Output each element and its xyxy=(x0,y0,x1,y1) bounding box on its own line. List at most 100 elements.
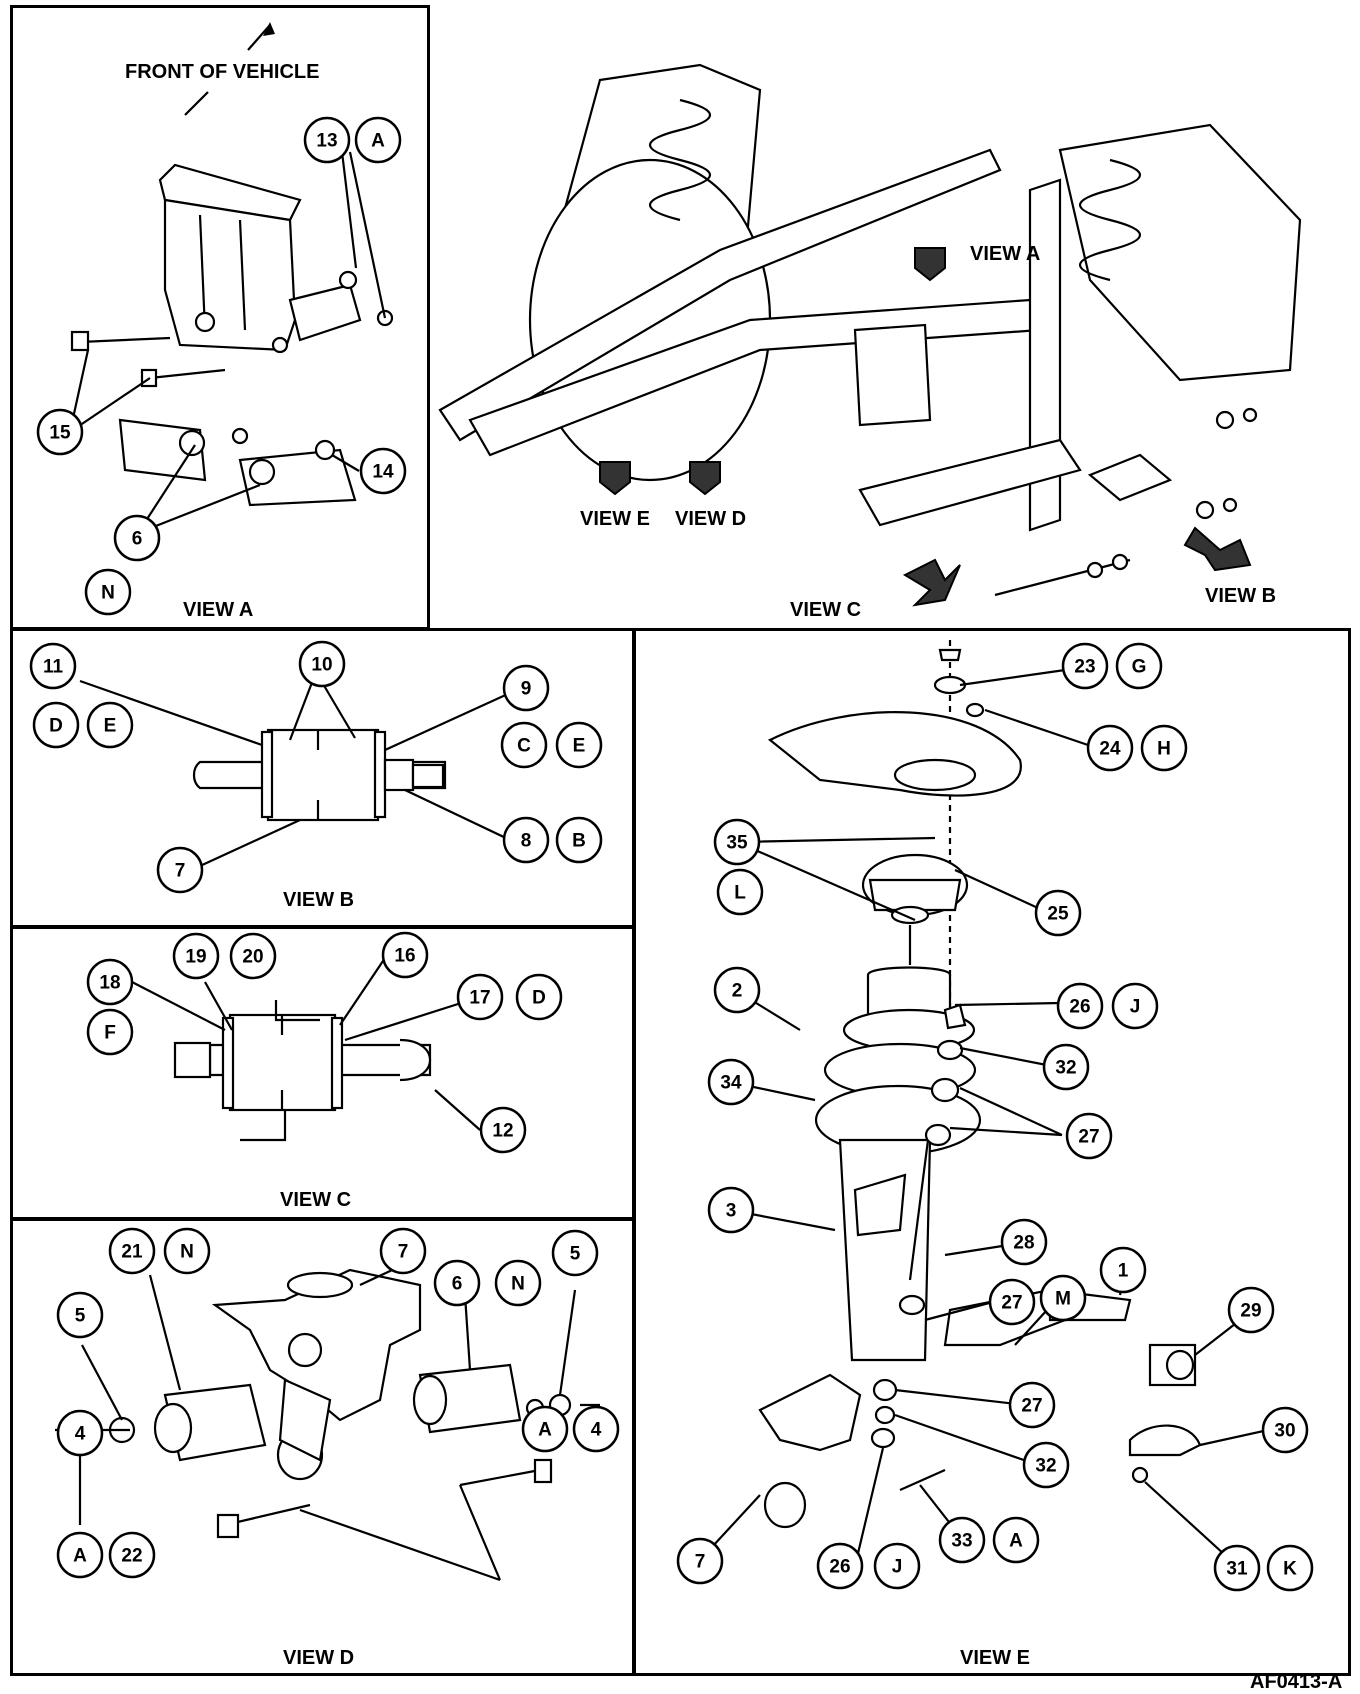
callout-ve-7: 2 xyxy=(713,966,761,1014)
callout-number: 7 xyxy=(175,861,186,882)
callout-circle xyxy=(1227,1286,1275,1334)
callout-vd-9: 4 xyxy=(572,1405,620,1453)
callout-va-3: 14 xyxy=(359,447,407,495)
callout-circle xyxy=(1140,724,1188,772)
view-c-overview-illustration xyxy=(438,63,1302,607)
callout-vc-0: 19 xyxy=(172,932,220,980)
callout-circle xyxy=(433,1259,481,1307)
callout-circle xyxy=(156,846,204,894)
view-a-arrow-label: VIEW A xyxy=(970,243,1040,265)
callout-number: 35 xyxy=(726,833,748,854)
callout-number: 32 xyxy=(1035,1456,1056,1477)
callout-ve-12: 27 xyxy=(1065,1112,1113,1160)
callout-vb-8: B xyxy=(555,816,603,864)
callout-vc-6: F xyxy=(86,1008,134,1056)
callout-number: 26 xyxy=(829,1557,850,1578)
callout-number: A xyxy=(73,1546,87,1567)
callout-vd-10: A xyxy=(56,1531,104,1579)
callout-vc-3: 18 xyxy=(86,958,134,1006)
callout-circle xyxy=(988,1278,1036,1326)
callout-number: G xyxy=(1132,657,1147,678)
callout-ve-15: 27 xyxy=(988,1278,1036,1326)
callout-number: 13 xyxy=(316,131,337,152)
callout-number: 8 xyxy=(521,831,532,852)
callout-circle xyxy=(86,1008,134,1056)
callout-circle xyxy=(713,966,761,1014)
callout-circle xyxy=(555,721,603,769)
callout-number: 4 xyxy=(75,1424,86,1445)
callout-circle xyxy=(479,1106,527,1154)
callout-circle xyxy=(713,818,761,866)
callout-circle xyxy=(84,568,132,616)
callout-circle xyxy=(1056,982,1104,1030)
callout-ve-5: L xyxy=(716,868,764,916)
callout-number: 24 xyxy=(1099,739,1121,760)
view-e-title: VIEW E xyxy=(960,1647,1030,1669)
callout-vb-9: 7 xyxy=(156,846,204,894)
callout-number: 18 xyxy=(99,973,120,994)
callout-number: N xyxy=(511,1274,525,1295)
callout-circle xyxy=(1008,1381,1056,1429)
callout-va-0: 13 xyxy=(303,116,351,164)
callout-number: 28 xyxy=(1013,1233,1034,1254)
callout-number: 2 xyxy=(732,981,743,1002)
callout-circle xyxy=(938,1516,986,1564)
callout-circle xyxy=(456,973,504,1021)
callout-number: L xyxy=(734,883,746,904)
callout-circle xyxy=(56,1291,104,1339)
callout-circle xyxy=(1039,1274,1087,1322)
callout-vd-6: 5 xyxy=(56,1291,104,1339)
callout-circle xyxy=(1111,982,1159,1030)
callout-circle xyxy=(108,1227,156,1275)
callout-circle xyxy=(108,1531,156,1579)
callout-number: N xyxy=(180,1242,194,1263)
callout-number: B xyxy=(572,831,586,852)
callout-number: 32 xyxy=(1055,1058,1076,1079)
callout-number: D xyxy=(49,716,63,737)
view-e-panel xyxy=(633,628,1351,1676)
callout-va-1: A xyxy=(354,116,402,164)
callout-circle xyxy=(86,958,134,1006)
callout-number: 16 xyxy=(394,946,415,967)
callout-number: H xyxy=(1157,739,1171,760)
callout-number: 5 xyxy=(75,1306,86,1327)
callout-number: 11 xyxy=(43,657,64,678)
callout-ve-3: H xyxy=(1140,724,1188,772)
callout-circle xyxy=(354,116,402,164)
callout-circle xyxy=(1115,642,1163,690)
callout-number: 17 xyxy=(469,988,490,1009)
view-e-illustration xyxy=(758,640,1202,1529)
callout-number: J xyxy=(892,1557,903,1578)
callout-number: M xyxy=(1055,1289,1071,1310)
callout-circle xyxy=(172,932,220,980)
callout-number: 27 xyxy=(1078,1127,1099,1148)
callout-vb-6: E xyxy=(555,721,603,769)
callout-number: A xyxy=(1009,1531,1023,1552)
callout-circle xyxy=(494,1259,542,1307)
callout-ve-27: 31 xyxy=(1213,1544,1261,1592)
callout-circle xyxy=(816,1542,864,1590)
callout-circle xyxy=(1022,1441,1070,1489)
callout-number: 19 xyxy=(185,947,206,968)
callout-circle xyxy=(707,1186,755,1234)
callout-circle xyxy=(303,116,351,164)
callout-ve-14: 28 xyxy=(1000,1218,1048,1266)
leader-lines xyxy=(68,151,1278,1582)
callout-number: 29 xyxy=(1240,1301,1261,1322)
callout-circle xyxy=(1086,724,1134,772)
callout-circle xyxy=(555,816,603,864)
callout-vd-8: A xyxy=(521,1405,569,1453)
callout-ve-24: J xyxy=(873,1542,921,1590)
callout-circle xyxy=(113,514,161,562)
view-c-overview-title: VIEW C xyxy=(790,599,861,621)
callout-va-2: 15 xyxy=(36,408,84,456)
callout-vd-2: 7 xyxy=(379,1227,427,1275)
callout-circle xyxy=(163,1227,211,1275)
callout-number: E xyxy=(104,716,117,737)
callout-ve-4: 35 xyxy=(713,818,761,866)
callout-number: 7 xyxy=(398,1242,409,1263)
callout-number: 10 xyxy=(311,655,332,676)
callout-number: 5 xyxy=(570,1244,581,1265)
view-d-illustration xyxy=(55,1268,600,1539)
